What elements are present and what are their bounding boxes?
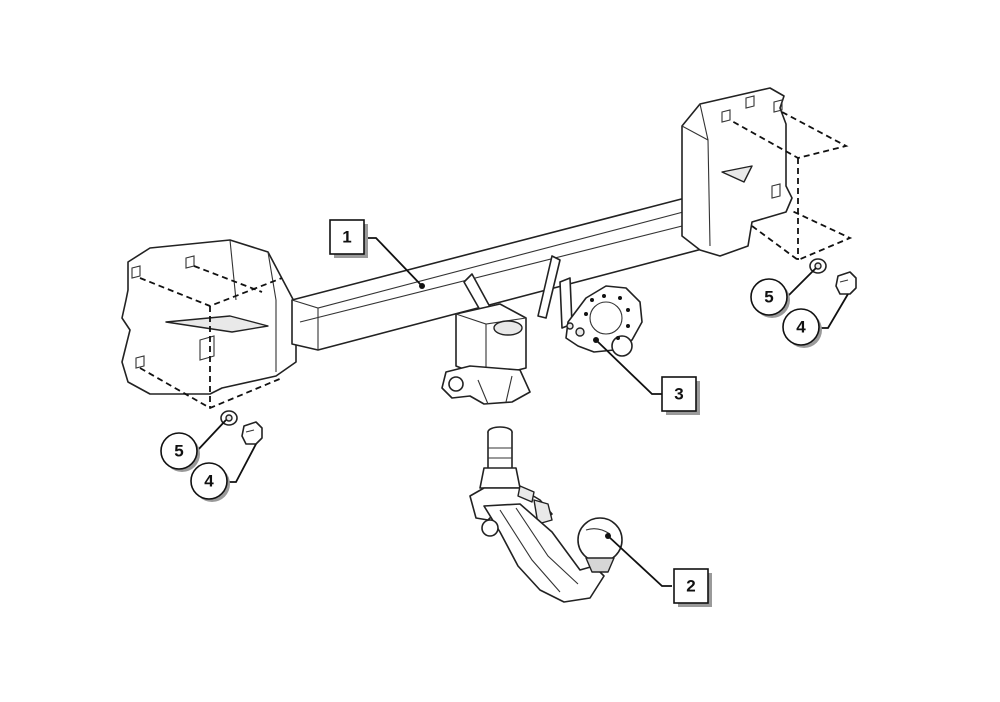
callout-4-right: 4 [782, 308, 822, 348]
callout-5-left-label: 5 [174, 442, 183, 461]
callout-3-label: 3 [674, 385, 683, 404]
callout-2: 2 [673, 568, 712, 607]
receiver-housing [441, 255, 561, 405]
detachable-tow-ball-neck [469, 426, 623, 603]
callout-4-left-label: 4 [204, 472, 214, 491]
callout-1: 1 [329, 219, 368, 258]
callout-1-label: 1 [342, 228, 351, 247]
callout-5-left: 5 [160, 432, 200, 472]
left-mounting-bracket [121, 239, 297, 410]
leader-lines [195, 237, 849, 587]
callout-2-label: 2 [686, 577, 695, 596]
callout-4-left: 4 [190, 462, 230, 502]
callout-3: 3 [661, 376, 700, 415]
right-mounting-bracket [681, 87, 853, 262]
left-fasteners [220, 410, 263, 445]
callout-4-right-label: 4 [796, 318, 806, 337]
callout-5-right-label: 5 [764, 288, 773, 307]
callout-5-right: 5 [750, 278, 790, 318]
socket-mounting-plate [559, 277, 643, 357]
right-fasteners [809, 258, 857, 295]
